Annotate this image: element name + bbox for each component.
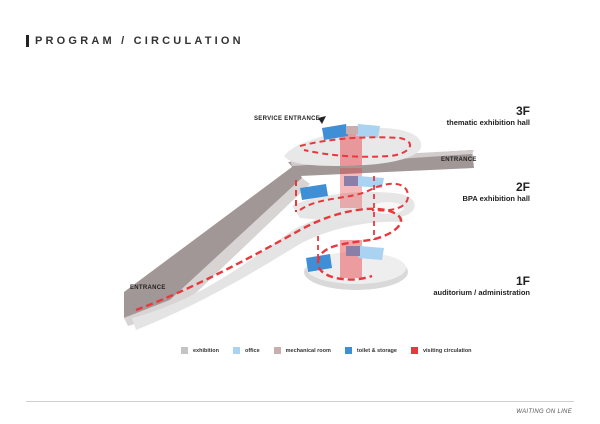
entrance-top-label: ENTRANCE — [441, 157, 477, 163]
floor-2-name: BPA exhibition hall — [462, 194, 530, 203]
slab-lower — [132, 207, 404, 330]
legend-swatch — [273, 347, 281, 354]
circulation-vertical-path — [317, 176, 375, 262]
legend-item-mechanical-room: mechanical room — [273, 347, 331, 354]
room-toilet-3f — [322, 124, 348, 140]
service-entrance-label: SERVICE ENTRANCE — [254, 116, 321, 122]
room-mech-3f — [346, 126, 358, 134]
footer-text: WAITING ON LINE — [516, 409, 572, 415]
header-accent-bar — [26, 35, 29, 47]
core-shaft-2f — [340, 168, 362, 208]
room-mech-1f — [346, 246, 360, 256]
floor-1-name: auditorium / administration — [433, 288, 530, 297]
legend-label: mechanical room — [285, 347, 331, 354]
legend-swatch — [410, 347, 418, 354]
legend-swatch — [344, 347, 352, 354]
legend-item-toilet-storage: toilet & storage — [344, 347, 397, 354]
page-title: PROGRAM / CIRCULATION — [35, 35, 244, 47]
legend-item-office: office — [232, 347, 260, 354]
legend-swatch — [232, 347, 240, 354]
legend-item-visiting-circulation: visiting circulation — [410, 347, 472, 354]
room-mech-2f — [344, 176, 358, 186]
ramp-left — [124, 164, 302, 318]
legend-label: office — [244, 347, 260, 354]
circulation-upper-path — [295, 136, 412, 212]
legend-swatch — [181, 347, 188, 354]
legend-label: exhibition — [193, 347, 219, 354]
entrance-left-label: ENTRANCE — [130, 285, 166, 291]
ramp-left-top — [124, 178, 310, 326]
floor-3-label: 3F — [515, 104, 530, 118]
core-shaft-1f — [340, 240, 362, 278]
footer-divider — [26, 401, 574, 402]
room-office-3f — [356, 124, 380, 138]
floor-2-label: 2F — [515, 180, 530, 194]
room-office-1f — [358, 246, 384, 260]
floor-1-label: 1F — [515, 274, 530, 288]
page-header: PROGRAM / CIRCULATION — [26, 35, 244, 47]
service-entrance-arrow — [318, 116, 326, 124]
legend-label: visiting circulation — [422, 347, 472, 354]
legend-label: toilet & storage — [356, 347, 397, 354]
floor-3-name: thematic exhibition hall — [446, 118, 530, 127]
room-toilet-2f — [300, 184, 328, 200]
legend-item-exhibition: exhibition — [181, 347, 219, 354]
legend: exhibition office mechanical room toilet… — [181, 347, 486, 354]
circulation-main-path — [135, 207, 403, 312]
room-office-2f — [356, 176, 384, 188]
